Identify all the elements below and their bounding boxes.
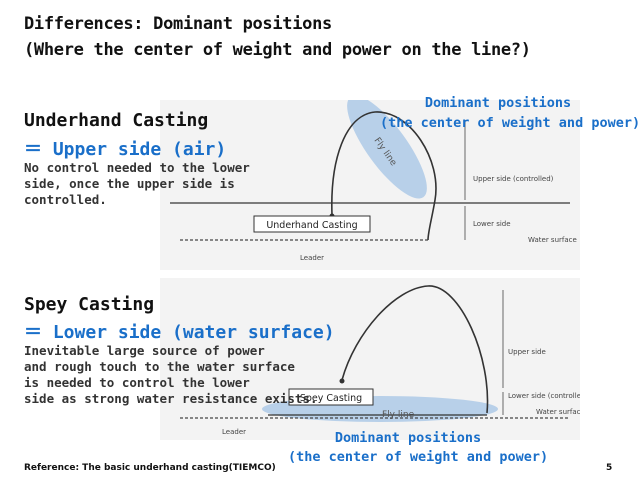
spey-side: Lower side (water surface): [52, 322, 335, 343]
spey-box: [288, 388, 374, 406]
spey-water-surface-label: Water surface: [536, 408, 580, 416]
slide-title-line1: Differences: Dominant positions: [24, 14, 332, 34]
spey-equals: ＝: [24, 322, 42, 343]
underhand-diagram: Fly line Underhand Casting Upper side (c…: [160, 100, 580, 270]
spey-fly-line-label: Fly line: [382, 410, 415, 420]
underhand-upper-side-label: Upper side (controlled): [473, 175, 554, 183]
underhand-dominant-highlight: [347, 100, 427, 199]
underhand-box-label: Underhand Casting: [266, 220, 357, 231]
reference-note: Reference: The basic underhand casting(T…: [24, 463, 276, 473]
page-number: 5: [606, 463, 613, 473]
underhand-leader-label: Leader: [300, 254, 324, 262]
spey-side-line: ＝ Lower side (water surface): [24, 318, 335, 344]
slide-title-line2: (Where the center of weight and power on…: [24, 40, 531, 60]
spey-upper-side-label: Upper side: [508, 348, 546, 356]
underhand-dominant-title: Dominant positions: [424, 95, 572, 111]
spey-heading: Spey Casting: [24, 294, 155, 315]
spey-dominant-subtitle: (the center of weight and power): [288, 449, 549, 465]
spey-fly: [339, 378, 345, 384]
underhand-dominant-subtitle: (the center of weight and power): [380, 115, 638, 131]
spey-leader-label: Leader: [222, 428, 246, 436]
spey-diagram: Spey Casting Fly line Upper side Lower s…: [160, 278, 580, 440]
spey-lower-side-label: Lower side (controlled): [508, 392, 580, 400]
underhand-heading: Underhand Casting: [24, 110, 209, 131]
underhand-water-surface-label: Water surface: [528, 236, 577, 244]
underhand-box: [253, 215, 371, 233]
underhand-lower-side-label: Lower side: [473, 220, 511, 228]
underhand-description: No control needed to the lower side, onc…: [24, 160, 250, 207]
spey-description: Inevitable large source of power and rou…: [24, 343, 318, 406]
underhand-side-line: ＝ Upper side (air): [24, 135, 226, 161]
underhand-equals: ＝: [24, 139, 42, 160]
spey-box-label: Spey Casting: [300, 393, 362, 404]
spey-fly-line-loop: [341, 285, 489, 414]
underhand-fly-line-loop: [331, 111, 437, 241]
spey-dominant-title: Dominant positions: [334, 430, 482, 446]
underhand-side: Upper side (air): [52, 139, 227, 160]
